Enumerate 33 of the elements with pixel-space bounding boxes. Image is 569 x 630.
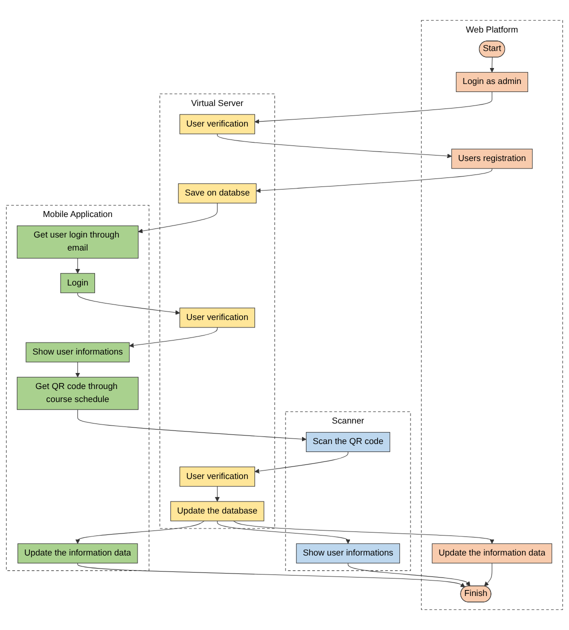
- arrow: [256, 168, 492, 194]
- node-box: User verification: [180, 114, 256, 134]
- node-box: User verification: [180, 308, 256, 328]
- node-box: Update the information data: [18, 543, 138, 564]
- arrow: [484, 562, 492, 586]
- arrow: [254, 452, 348, 474]
- node-box: Show user informations: [296, 543, 400, 564]
- node-box: Update the database: [170, 501, 264, 522]
- arrow: [214, 486, 220, 502]
- arrow: [77, 292, 180, 315]
- arrow: [348, 562, 470, 586]
- node-box: Save on databse: [178, 183, 256, 204]
- arrow: [77, 409, 306, 442]
- arrow: [217, 134, 452, 158]
- node-box: Login as admin: [456, 72, 528, 92]
- node-box: Users registration: [451, 148, 533, 169]
- arrow: [217, 520, 350, 544]
- arrow: [254, 91, 492, 124]
- arrow: [77, 562, 466, 588]
- node-box: Get QR code through course schedule: [16, 376, 138, 410]
- node-box: Login: [60, 273, 96, 294]
- node-box: Show user informations: [26, 342, 130, 362]
- node-box: Update the information data: [432, 543, 552, 564]
- arrow: [75, 362, 80, 378]
- arrow: [129, 327, 218, 348]
- arrow: [233, 520, 494, 544]
- arrow: [490, 57, 494, 72]
- node-box: Scan the QR code: [306, 432, 390, 452]
- arrow: [75, 520, 204, 544]
- node-box: User verification: [180, 466, 256, 487]
- arrow: [138, 202, 218, 234]
- arrow: [75, 258, 80, 274]
- node-box: Get user login through email: [16, 226, 138, 258]
